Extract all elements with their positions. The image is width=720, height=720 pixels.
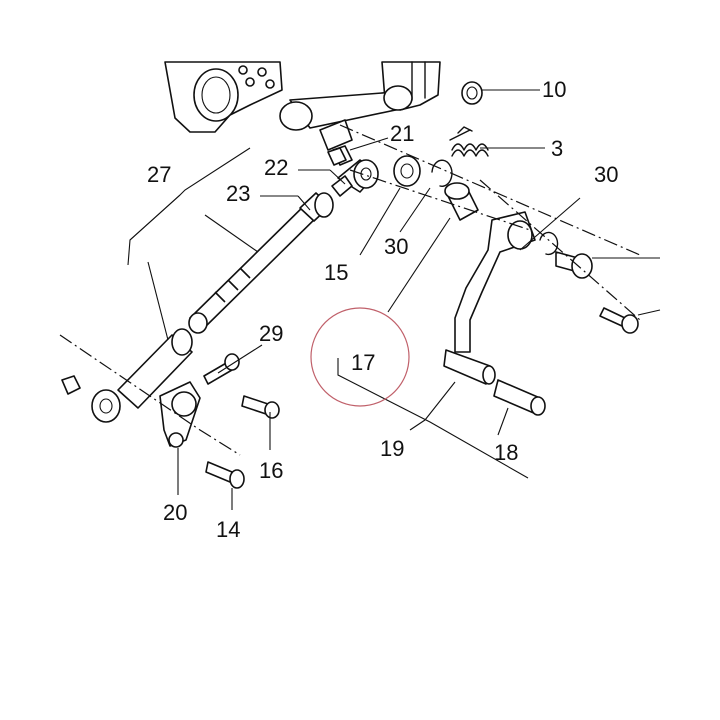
callout-3: 3 bbox=[551, 136, 563, 161]
callout-30-upper: 30 bbox=[594, 162, 618, 187]
callout-22: 22 bbox=[264, 155, 288, 180]
bushing-17 bbox=[444, 182, 479, 221]
lower-lever bbox=[91, 381, 201, 448]
circlip-30-lower bbox=[539, 231, 559, 256]
callout-labels: 10 3 21 22 27 23 30 30 15 17 29 16 19 18… bbox=[147, 77, 618, 542]
upper-lever-arm bbox=[279, 85, 413, 166]
callout-14: 14 bbox=[216, 517, 240, 542]
nut-left bbox=[61, 375, 81, 395]
tie-rod bbox=[188, 192, 334, 334]
washer-10 bbox=[461, 81, 483, 105]
pedal-rubber bbox=[493, 379, 546, 416]
return-spring bbox=[449, 126, 489, 157]
centerlines bbox=[59, 124, 641, 456]
callout-23: 23 bbox=[226, 181, 250, 206]
bolt-right bbox=[599, 307, 639, 334]
callout-17: 17 bbox=[351, 350, 375, 375]
callout-21: 21 bbox=[390, 121, 414, 146]
callout-30-lower: 30 bbox=[384, 234, 408, 259]
rod-end bbox=[327, 147, 379, 197]
callout-18: 18 bbox=[494, 440, 518, 465]
bolt-29 bbox=[203, 353, 240, 385]
pivot-bolt bbox=[555, 251, 593, 279]
callout-29: 29 bbox=[259, 321, 283, 346]
shift-pedal bbox=[443, 211, 536, 385]
callout-16: 16 bbox=[259, 458, 283, 483]
callout-20: 20 bbox=[163, 500, 187, 525]
footrest-bracket bbox=[164, 61, 441, 133]
washer-15 bbox=[393, 155, 421, 187]
bolt-14 bbox=[205, 461, 245, 489]
leader-lines bbox=[127, 89, 661, 510]
callout-10: 10 bbox=[542, 77, 566, 102]
bolt-16 bbox=[241, 395, 280, 419]
circlip-30-upper bbox=[431, 159, 453, 187]
callout-19: 19 bbox=[380, 436, 404, 461]
highlight-circle bbox=[310, 307, 410, 407]
callout-27: 27 bbox=[147, 162, 171, 187]
callout-15: 15 bbox=[324, 260, 348, 285]
lower-rod bbox=[117, 328, 193, 409]
